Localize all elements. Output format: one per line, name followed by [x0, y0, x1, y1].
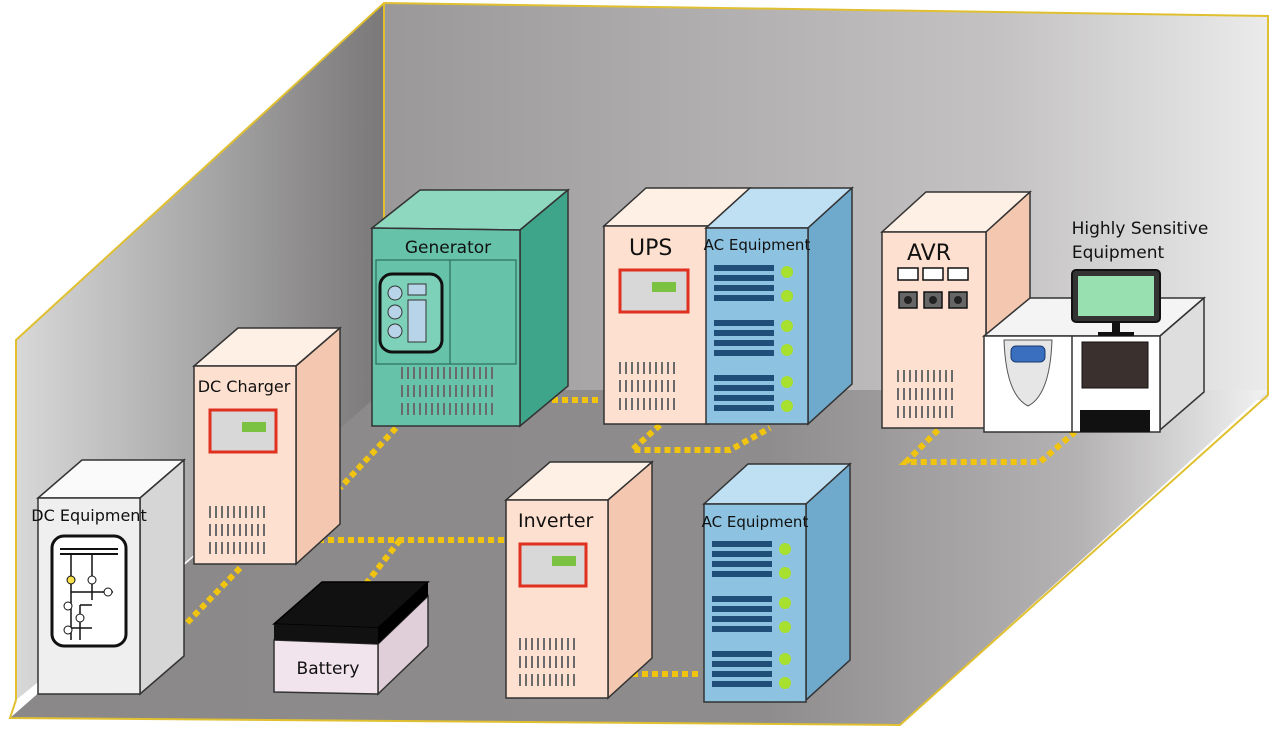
ac-equipment-top-side	[807, 186, 853, 426]
room-outline	[8, 1, 1269, 727]
dc-charger-label: DC Charger	[198, 377, 291, 396]
dc-equipment-label: DC Equipment	[31, 506, 146, 525]
dc-equipment-unit: DC Equipment	[31, 458, 187, 696]
ups-label: UPS	[629, 236, 672, 261]
cable-charger-dc-equipment	[182, 565, 243, 628]
battery-label: Battery	[297, 659, 360, 679]
ac-equipment-top-unit: AC Equipment	[704, 186, 854, 426]
battery-body-front	[273, 639, 379, 695]
inverter-display-screen	[552, 556, 576, 566]
sensitive-label-line2: Equipment	[1072, 243, 1165, 263]
battery-lid-side	[378, 582, 428, 644]
sensitive-label-line1: Highly Sensitive	[1072, 219, 1209, 239]
inverter-unit: Inverter	[503, 460, 655, 700]
sensitive-tray	[1080, 410, 1150, 432]
ac-equipment-bottom-slots	[712, 541, 772, 687]
ups-unit: UPS	[602, 187, 752, 425]
cable-avr-sensitive	[898, 427, 1077, 465]
avr-vent	[897, 370, 953, 418]
dc-charger-side	[295, 326, 341, 566]
generator-vent	[401, 367, 493, 415]
avr-indicators	[897, 267, 969, 281]
ac-equipment-bottom-unit: AC Equipment	[702, 462, 852, 703]
sensitive-display	[1010, 345, 1046, 363]
sensitive-compartment	[1081, 341, 1149, 389]
ac-equipment-bottom-side	[805, 462, 851, 702]
highly-sensitive-equipment-unit: Highly Sensitive Equipment	[981, 219, 1209, 433]
generator-side	[519, 188, 569, 428]
inverter-side	[607, 460, 653, 700]
power-cables	[182, 397, 1077, 677]
generator-panel-frame	[375, 259, 517, 365]
avr-label: AVR	[907, 241, 951, 266]
cable-generator-charger	[337, 425, 399, 491]
inverter-label: Inverter	[518, 510, 594, 532]
dc-charger-vent	[209, 506, 265, 554]
ac-equipment-bottom-leds	[779, 543, 791, 689]
circuit-diagram-icon	[50, 534, 128, 648]
dc-charger-display-screen	[242, 422, 266, 432]
generator-unit: Generator	[369, 188, 571, 428]
generator-label: Generator	[405, 238, 491, 258]
ac-equipment-bottom-label: AC Equipment	[702, 513, 809, 531]
dc-equipment-side	[139, 458, 185, 696]
avr-knobs	[898, 291, 968, 309]
ac-equipment-top-label: AC Equipment	[704, 236, 811, 254]
control-panel-icon	[378, 272, 444, 354]
battery-lid-front	[274, 624, 378, 644]
ac-equipment-top-leds	[781, 266, 793, 412]
ups-display-screen	[652, 282, 676, 292]
dc-charger-unit: DC Charger	[191, 326, 343, 566]
battery-unit: Battery	[272, 581, 430, 696]
monitor-icon	[1071, 269, 1161, 336]
ups-vent	[619, 362, 675, 410]
ac-equipment-top-slots	[714, 265, 774, 411]
inverter-vent	[519, 638, 575, 686]
